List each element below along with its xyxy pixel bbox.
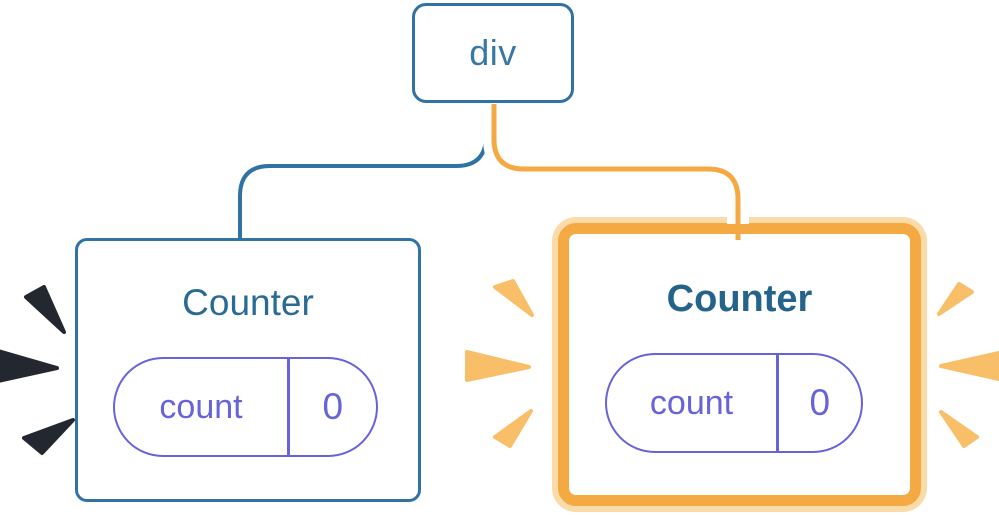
burst-ray-icon [493,409,533,448]
edge-div-to-right-counter [491,104,741,240]
state-pill-left: count 0 [113,357,378,457]
root-node-label: div [469,32,517,73]
edge-div-to-left-counter [238,104,488,241]
burst-ray-icon [465,350,531,382]
state-value-right: 0 [809,382,831,423]
state-pill-right: count 0 [605,353,863,453]
burst-ray-icon [24,285,66,334]
root-node-div: div [412,3,574,103]
counter-title-right: Counter [666,278,813,320]
counter-title-left: Counter [182,282,314,323]
burst-ray-icon [22,418,75,455]
state-name-right: count [649,383,734,422]
burst-rays-left-counter [0,285,75,455]
burst-ray-icon [939,410,979,448]
edge-highlight-halo [483,104,749,224]
burst-rays-right-counter-right [937,282,999,448]
pill-divider [776,355,779,451]
burst-ray-icon [0,349,59,383]
burst-ray-icon [937,282,974,316]
state-name-left: count [159,387,243,426]
burst-rays-right-counter-left [465,279,534,448]
state-value-left: 0 [322,386,344,427]
pill-divider [287,359,290,455]
burst-ray-icon [939,351,999,381]
burst-ray-icon [493,279,534,317]
